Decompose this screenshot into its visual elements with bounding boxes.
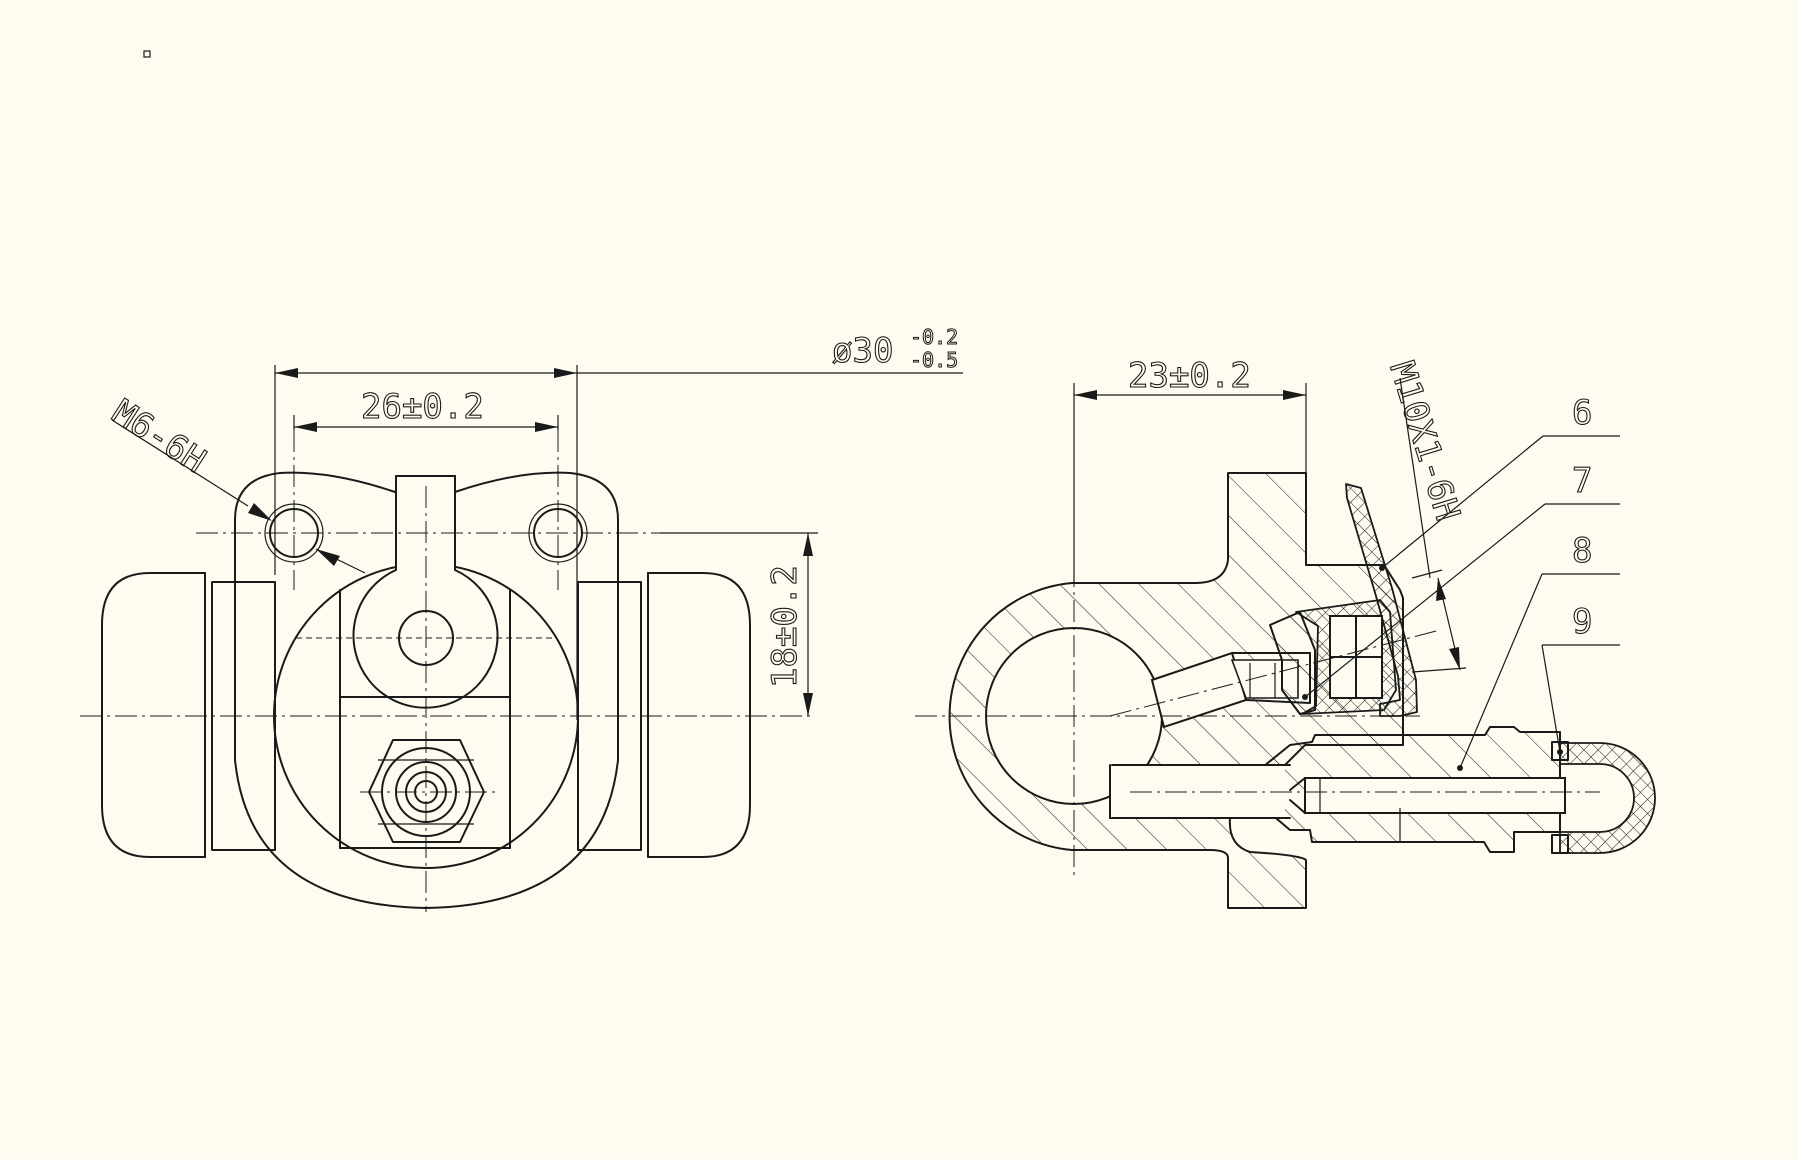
dim-thread-right: M10X1-6H <box>1381 357 1467 525</box>
section-view <box>915 472 1656 909</box>
corner-marker <box>143 50 151 58</box>
outlet-cap <box>1559 742 1656 854</box>
dim-diameter-tol-upper: -0.2 <box>910 325 958 349</box>
callout-9: 9 <box>1572 602 1592 642</box>
callout-8: 8 <box>1572 531 1592 571</box>
front-dimensions: ø30 -0.2 -0.5 26±0.2 M6-6H 18±0.2 <box>105 325 963 720</box>
callout-6: 6 <box>1572 393 1592 433</box>
dim-height-offset: 18±0.2 <box>765 565 805 688</box>
dim-hole-spacing: 26±0.2 <box>361 387 484 427</box>
front-view <box>80 430 815 912</box>
dim-bore-depth: 23±0.2 <box>1128 356 1251 396</box>
callout-7: 7 <box>1572 461 1592 501</box>
left-end-cap <box>101 572 206 858</box>
bleeder-boss <box>352 475 499 709</box>
dim-diameter-tol-lower: -0.5 <box>910 348 958 372</box>
right-end-cap <box>647 572 751 858</box>
hex-fitting <box>368 739 485 843</box>
dim-diameter: ø30 <box>832 331 893 371</box>
dim-thread-left: M6-6H <box>105 392 213 481</box>
